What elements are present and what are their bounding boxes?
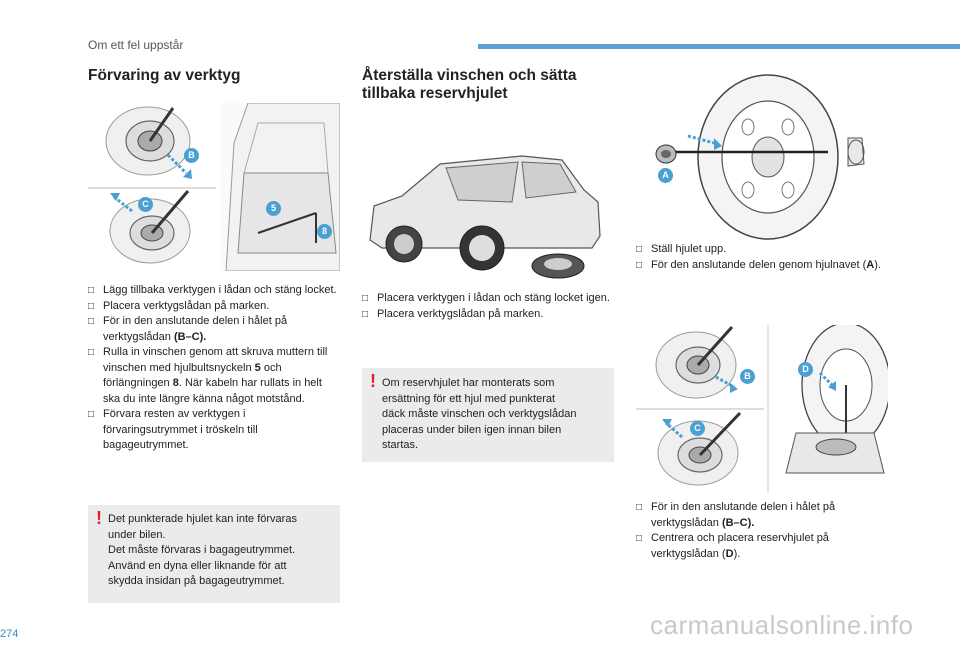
warning-box-winch: ! Om reservhjulet har monterats som ersä… xyxy=(362,368,614,462)
list-item: □Lägg tillbaka verktygen i lådan och stä… xyxy=(88,283,340,299)
label-d: D xyxy=(802,364,809,374)
list-item: □För in den anslutande delen i hålet på … xyxy=(88,315,288,343)
section-heading-tool-storage: Förvaring av verktyg xyxy=(88,67,241,84)
warning-exclamation-icon: ! xyxy=(370,371,376,391)
label-8: 8 xyxy=(321,226,327,236)
figure-wheel-hub-drawing xyxy=(655,74,865,240)
label-5-circle: 5 xyxy=(266,201,281,216)
warning-exclamation-icon: ! xyxy=(96,508,102,528)
list-item: □Rulla in vinschen genom att skruva mutt… xyxy=(88,346,328,405)
figure-winch-toolbox-drawing xyxy=(636,322,891,493)
header-title: Om ett fel uppstår xyxy=(88,38,184,52)
label-c: C xyxy=(694,423,701,433)
label-b: B xyxy=(188,150,195,160)
label-d-circle: D xyxy=(798,362,813,377)
col3-bottom-instruction-list: □För in den anslutande delen i hålet på … xyxy=(636,500,886,562)
label-c-circle: C xyxy=(138,197,153,212)
bullet-checkbox-icon: □ xyxy=(88,285,95,296)
label-c: C xyxy=(142,199,149,209)
bullet-checkbox-icon: □ xyxy=(88,316,95,327)
col1-instruction-list: □Lägg tillbaka verktygen i lådan och stä… xyxy=(88,283,340,454)
figure-car-drawing xyxy=(369,155,601,279)
figure-tool-storage-drawing xyxy=(88,102,341,272)
list-item: □Placera verktygen i lådan och stäng loc… xyxy=(362,291,612,307)
bullet-checkbox-icon: □ xyxy=(636,259,643,271)
page-number: 274 xyxy=(0,628,19,640)
figure-tool-storage: B C 5 8 xyxy=(88,102,341,272)
bullet-checkbox-icon: □ xyxy=(636,533,643,544)
figure-wheel-hub: A xyxy=(648,72,878,242)
figure-winch-toolbox: B D C xyxy=(636,322,891,493)
bullet-checkbox-icon: □ xyxy=(362,293,369,304)
label-b: B xyxy=(744,371,751,381)
label-5: 5 xyxy=(270,203,276,213)
bullet-checkbox-icon: □ xyxy=(636,244,643,255)
list-item: □Ställ hjulet upp. xyxy=(636,242,886,258)
label-c-circle: C xyxy=(690,421,705,436)
bullet-checkbox-icon: □ xyxy=(88,300,95,312)
bullet-checkbox-icon: □ xyxy=(636,502,643,513)
list-item: □För den anslutande delen genom hjulnave… xyxy=(636,258,886,274)
list-item: □Placera verktygslådan på marken. xyxy=(362,307,612,323)
bullet-checkbox-icon: □ xyxy=(88,347,95,358)
bullet-checkbox-icon: □ xyxy=(362,308,369,320)
list-item: □Förvara resten av verktygen i förvaring… xyxy=(88,408,258,451)
label-b-circle: B xyxy=(184,148,199,163)
list-item: □Placera verktygslådan på marken. xyxy=(88,299,340,315)
warning-text: Om reservhjulet har monterats som ersätt… xyxy=(382,377,577,451)
header-accent-bar xyxy=(478,44,960,49)
label-b-circle: B xyxy=(740,369,755,384)
warning-text: Det punkterade hjulet kan inte förvaras … xyxy=(108,513,297,587)
bullet-checkbox-icon: □ xyxy=(88,409,95,420)
warning-box-punctured-wheel: ! Det punkterade hjulet kan inte förvara… xyxy=(88,505,340,603)
watermark: carmanualsonline.info xyxy=(650,610,914,640)
list-item: □För in den anslutande delen i hålet på … xyxy=(636,501,836,529)
list-item: □Centrera och placera reservhjulet på ve… xyxy=(636,532,829,560)
label-8-circle: 8 xyxy=(317,224,332,239)
section-heading-restore-winch: Återställa vinschen och sätta tillbaka r… xyxy=(362,67,577,102)
label-a: A xyxy=(662,170,669,180)
col3-top-instruction-list: □Ställ hjulet upp. □För den anslutande d… xyxy=(636,242,886,273)
label-a-circle: A xyxy=(658,168,673,183)
figure-car-spare-wheel xyxy=(362,140,610,290)
col2-instruction-list: □Placera verktygen i lådan och stäng loc… xyxy=(362,291,612,322)
